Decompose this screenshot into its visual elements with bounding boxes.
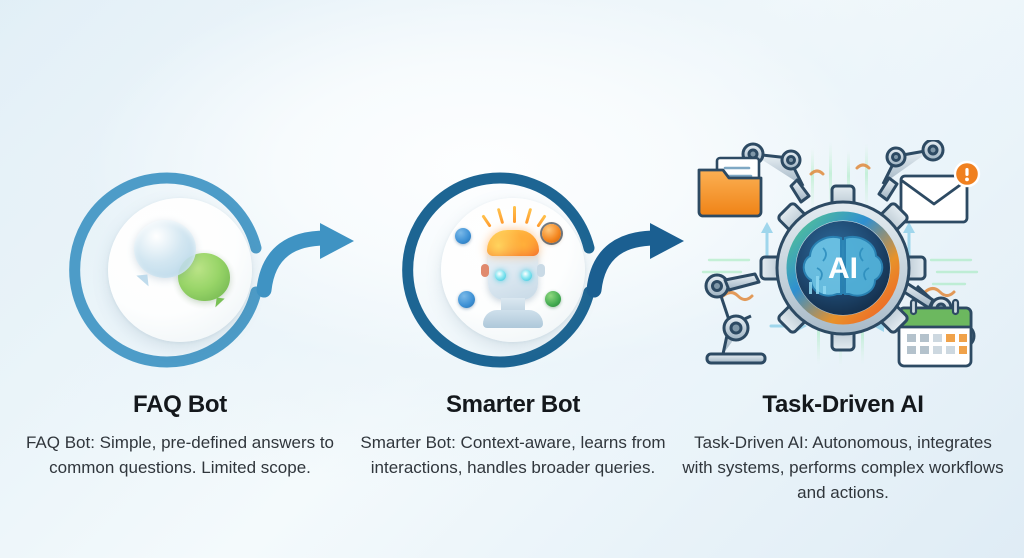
calendar-icon xyxy=(897,298,973,368)
spark-icon xyxy=(524,207,533,225)
node-dot-orange-icon xyxy=(542,224,561,243)
task-driven-ai-caption: Task-Driven AI Task-Driven AI: Autonomou… xyxy=(682,391,1004,505)
robot-arm-icon xyxy=(877,140,945,202)
brain-icon xyxy=(487,230,539,256)
blue-bubble-icon xyxy=(134,220,196,278)
robot-eye-icon xyxy=(495,270,506,281)
envelope-notification-icon xyxy=(899,160,981,224)
node-dot-green-icon xyxy=(545,291,561,307)
spark-icon xyxy=(481,214,492,228)
ai-core-label: AI xyxy=(828,252,858,285)
robot-shoulders xyxy=(483,310,543,328)
stage-desc-smarter-bot: Smarter Bot: Context-aware, learns from … xyxy=(360,433,666,478)
spark-icon xyxy=(513,206,516,223)
ai-gear-automation-icon: AI xyxy=(693,140,993,375)
smarter-bot-illustration xyxy=(393,150,633,390)
stage-faq-bot: FAQ Bot FAQ Bot: Simple, pre-defined ans… xyxy=(15,0,345,558)
folder-document-icon xyxy=(697,156,763,218)
stage-title-faq-bot: FAQ Bot xyxy=(133,391,227,418)
robot-neck xyxy=(501,298,525,312)
faq-bot-caption: FAQ Bot FAQ Bot: Simple, pre-defined ans… xyxy=(25,391,335,481)
arrow-smarter-to-task-driven xyxy=(586,222,708,298)
arrow-faq-to-smarter xyxy=(256,222,378,298)
robot-arm-icon xyxy=(704,272,767,365)
stage-smarter-bot: Smarter Bot Smarter Bot: Context-aware, … xyxy=(348,0,678,558)
stage-desc-task-driven-ai: Task-Driven AI: Autonomous, integrates w… xyxy=(682,433,1004,502)
spark-icon xyxy=(496,207,505,225)
stage-task-driven-ai: AI Task-Driven AI Task-Driven AI: Autono… xyxy=(678,0,1008,558)
node-dot-blue-icon xyxy=(458,291,475,308)
robot-eye-icon xyxy=(521,270,532,281)
smarter-bot-caption: Smarter Bot Smarter Bot: Context-aware, … xyxy=(358,391,668,481)
stage-desc-faq-bot: FAQ Bot: Simple, pre-defined answers to … xyxy=(25,433,335,478)
node-dot-blue-icon xyxy=(455,228,471,244)
ring-arc-faq xyxy=(69,170,280,370)
chat-bubbles-icon xyxy=(108,198,252,342)
faq-bot-illustration xyxy=(60,150,300,390)
robot-head-brain-icon xyxy=(441,198,585,342)
stage-title-task-driven-ai: Task-Driven AI xyxy=(762,391,924,418)
gear-icon: AI xyxy=(759,184,927,352)
ring-arc-smarter xyxy=(402,170,613,370)
stage-title-smarter-bot: Smarter Bot xyxy=(445,391,581,418)
